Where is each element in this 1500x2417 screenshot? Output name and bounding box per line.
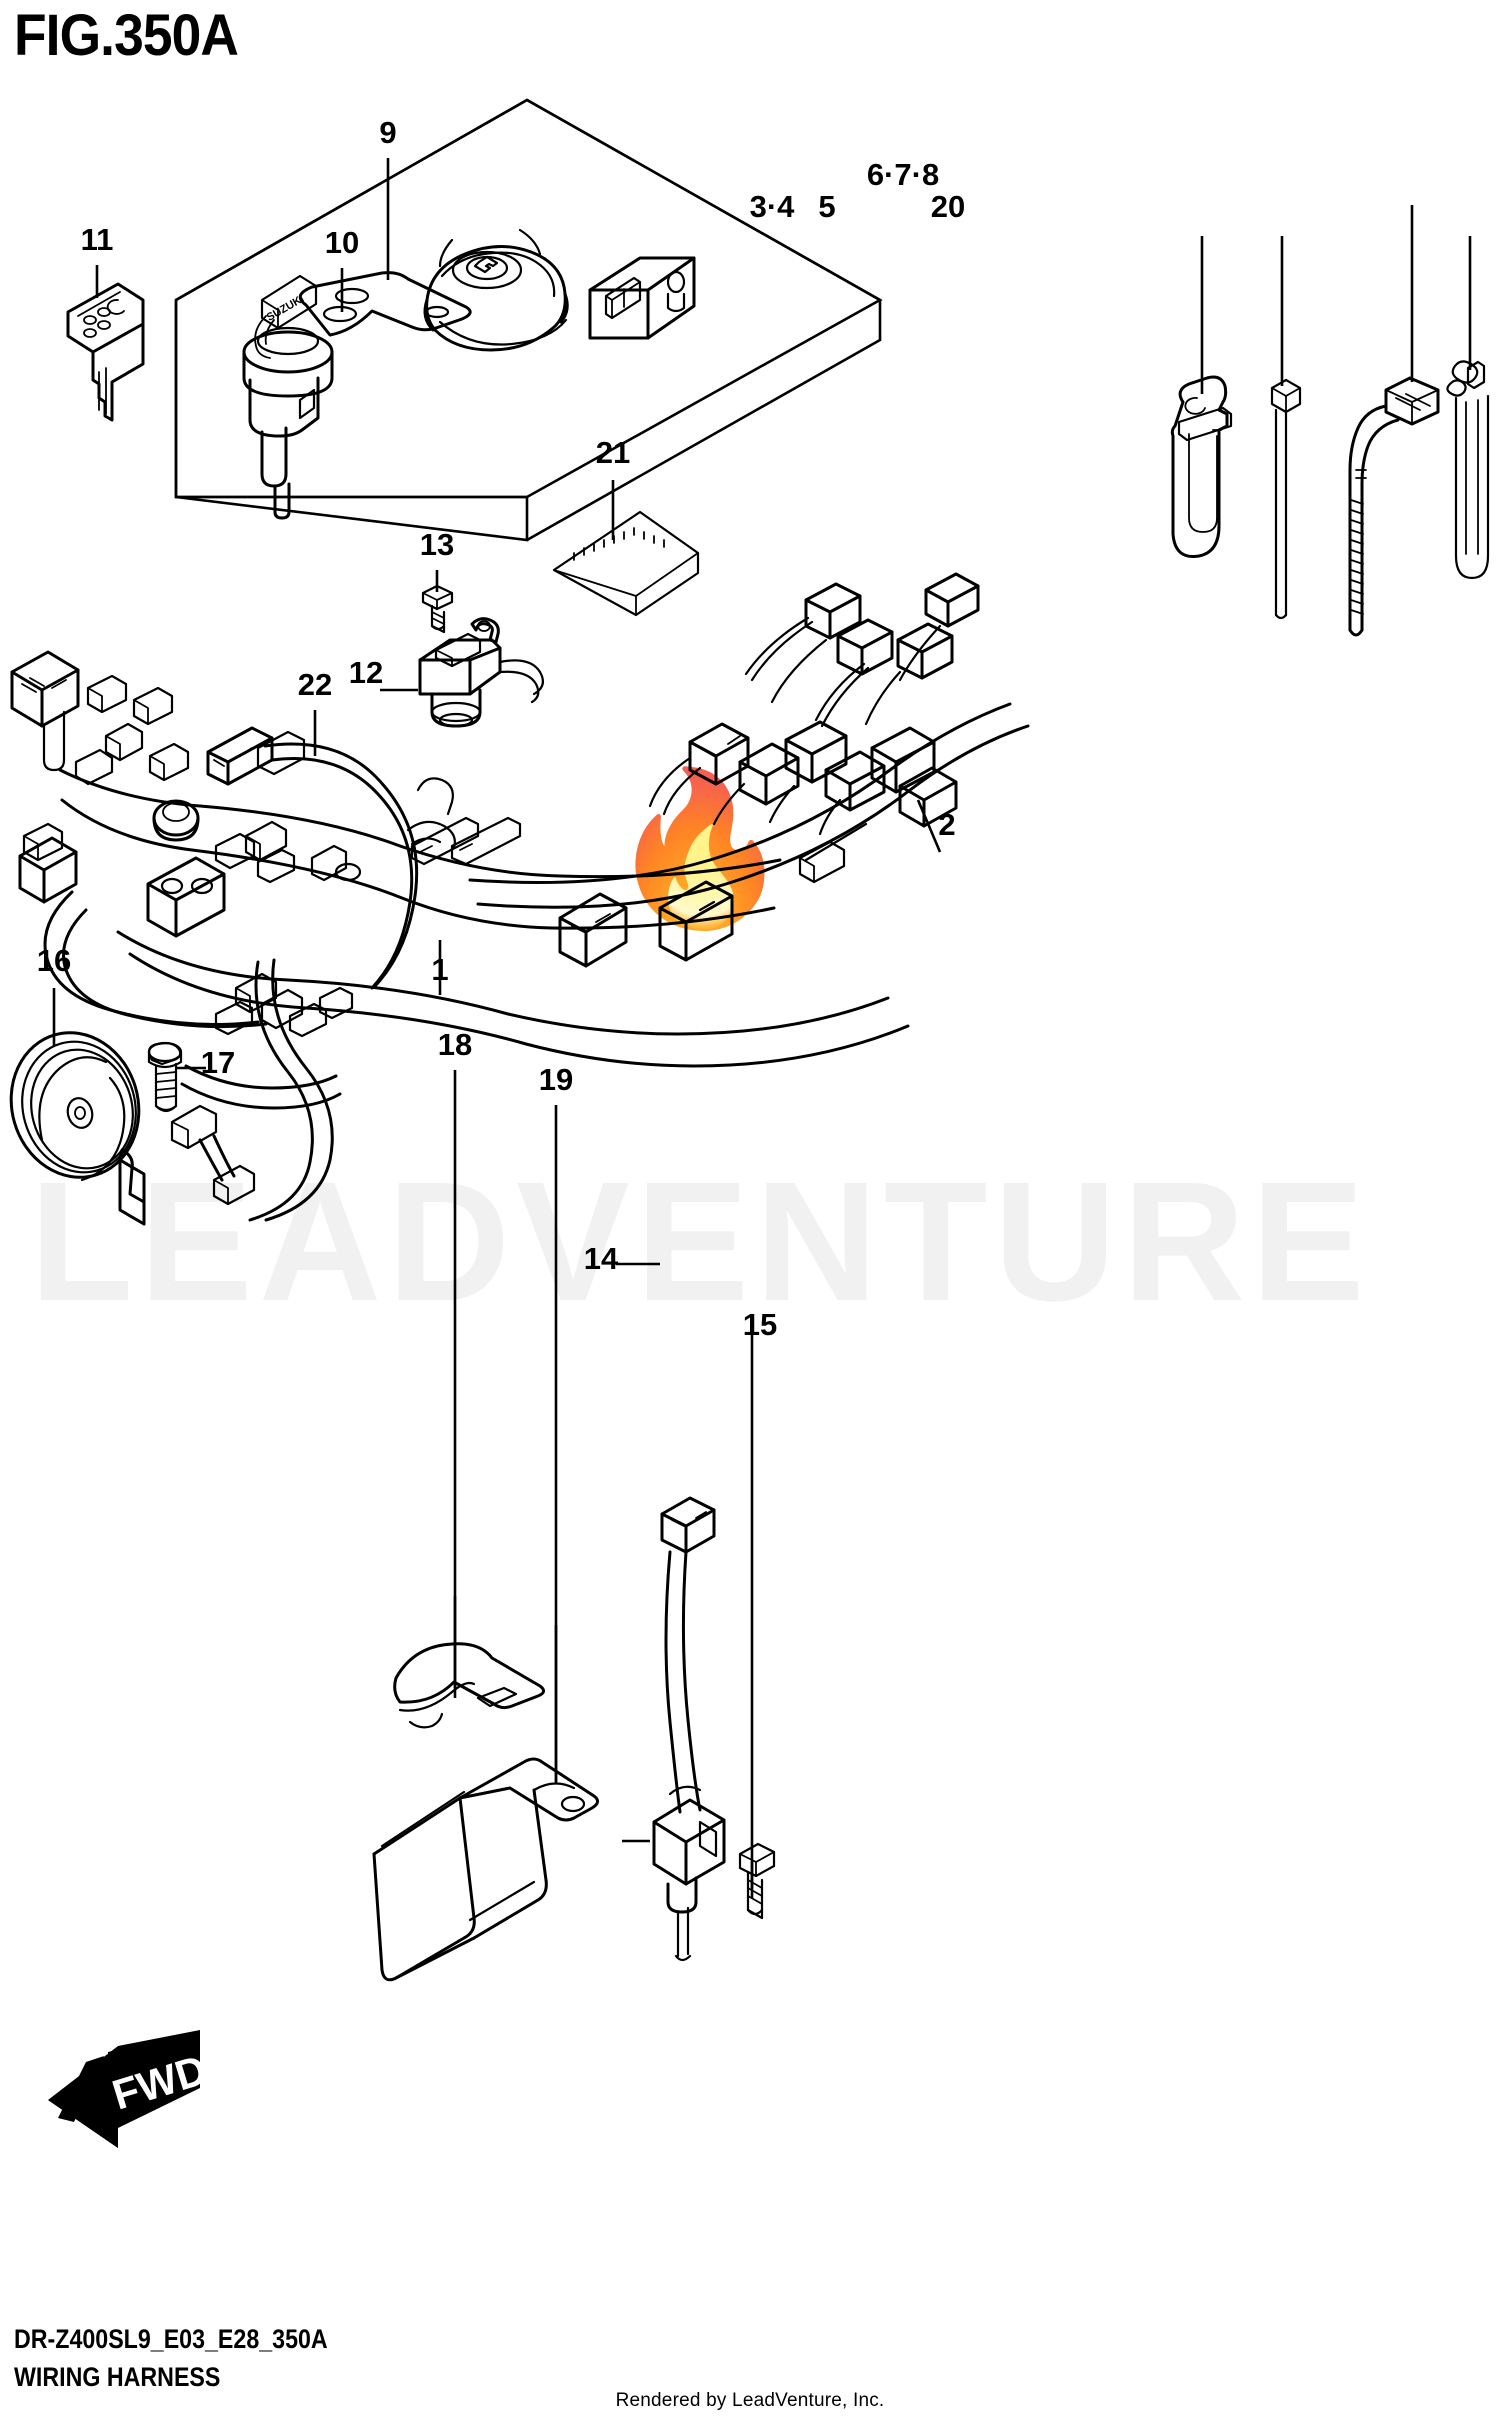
part-lock-cylinder — [588, 256, 696, 340]
part-sensor-bolt — [421, 584, 454, 634]
callout-sensor-bolt: 13 — [419, 527, 455, 562]
part-main-wiring-harness — [10, 572, 1030, 1222]
part-bracket — [372, 1757, 599, 1982]
callout-switch-bolt: 15 — [742, 1307, 778, 1342]
part-protective-sheet — [552, 510, 700, 617]
callout-wiring-harness-main: 1 — [431, 952, 449, 987]
callout-wire-band: 20 — [930, 189, 966, 224]
harness-left-connectors — [10, 650, 226, 938]
callout-horn-bolt: 17 — [200, 1045, 236, 1080]
callout-cable-tie-plain: 5 — [818, 189, 836, 224]
watermark-leadventure: 🔥 LEADVENTURE — [29, 764, 1370, 1337]
callout-protective-sheet: 21 — [595, 435, 631, 470]
part-tip-over-sensor — [418, 617, 545, 728]
callout-connector-set: 2 — [938, 807, 956, 842]
harness-right-connectors — [744, 572, 980, 728]
part-wire-band — [1446, 360, 1490, 580]
callout-ignition-switch: 10 — [324, 225, 360, 260]
figure-code: DR-Z400SL9_E03_E28_350A — [14, 2324, 328, 2354]
callout-key: 11 — [80, 222, 114, 257]
harness-right-mid-connectors — [648, 720, 958, 884]
svg-text:SUZUKI: SUZUKI — [265, 293, 306, 324]
part-cable-tie-plain — [1270, 378, 1302, 620]
callout-side-stand-switch: 14 — [583, 1241, 619, 1276]
part-horn — [9, 1031, 146, 1226]
figure-name: WIRING HARNESS — [14, 2362, 221, 2392]
part-cover — [393, 1642, 545, 1729]
part-ignition-switch: SUZUKI — [242, 271, 472, 520]
callout-leaders-lower — [453, 1596, 558, 1782]
lock-set-box — [174, 98, 883, 542]
callout-horn: 16 — [36, 943, 72, 978]
part-switch-bolt — [738, 1842, 776, 1920]
part-key — [66, 282, 145, 422]
callout-cable-tie-ratchet: 6·7·8 — [866, 157, 940, 192]
callout-bracket: 19 — [538, 1062, 574, 1097]
part-harness-clamp — [1170, 375, 1233, 559]
callout-lock-set-box: 9 — [379, 115, 397, 150]
svg-text:🔥: 🔥 — [607, 764, 794, 933]
part-fuel-cap — [423, 228, 569, 352]
callout-sub-harness: 22 — [297, 667, 333, 702]
part-cable-tie-ratchet — [1348, 376, 1440, 637]
part-horn-bolt — [147, 1041, 183, 1113]
render-credit: Rendered by LeadVenture, Inc. — [615, 2390, 885, 2411]
callout-cover: 18 — [437, 1027, 473, 1062]
part-side-stand-switch — [652, 1496, 726, 1962]
figure-title: FIG.350A — [14, 3, 239, 68]
part-sub-harness — [206, 726, 419, 990]
fwd-arrow: FWD — [48, 2030, 212, 2148]
callout-tip-over-sensor: 12 — [348, 655, 384, 690]
callout-harness-clamp: 3·4 — [749, 189, 795, 224]
svg-text:LEADVENTURE: LEADVENTURE — [29, 1147, 1370, 1337]
